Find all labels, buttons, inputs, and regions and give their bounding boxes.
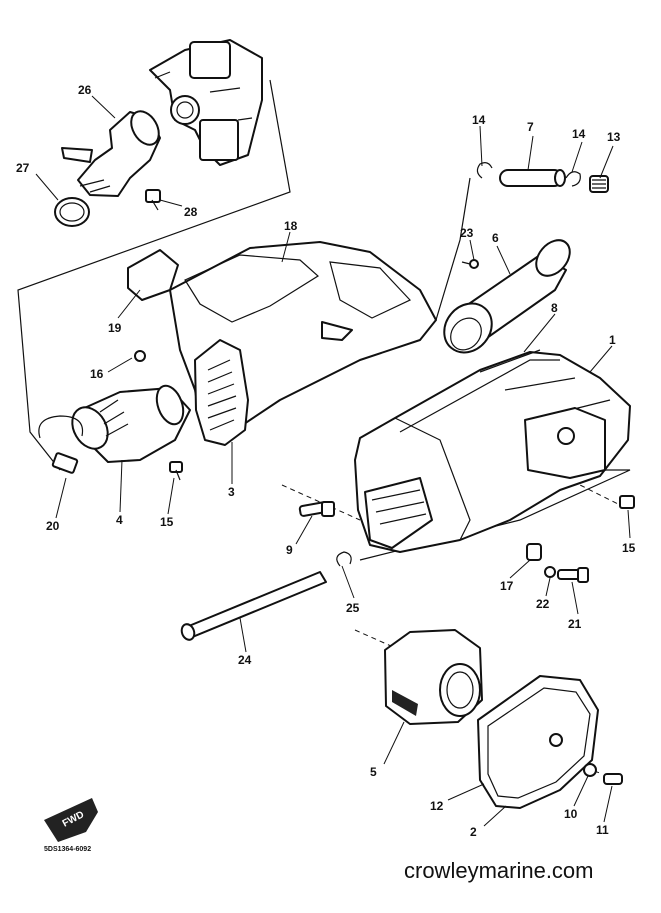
catalog-code: 5DS1364-6092 [44, 846, 92, 853]
air-box-group-line [435, 177, 471, 321]
callout-5: 5 [370, 765, 377, 779]
callout-labels: 26 27 28 14 7 14 13 18 23 6 19 8 1 16 20… [16, 83, 636, 839]
callout-17: 17 [500, 579, 514, 593]
washer-22 [544, 566, 556, 578]
callout-18: 18 [284, 219, 298, 233]
plug-13 [589, 175, 609, 193]
callout-3: 3 [228, 485, 235, 499]
callout-15b: 15 [622, 541, 636, 555]
carburetor-group-bracket [17, 79, 291, 471]
gasket-3 [194, 339, 249, 446]
callout-10: 10 [564, 807, 578, 821]
bolt-alignment-line-15 [539, 464, 621, 506]
bolt-16 [134, 350, 146, 362]
carburetor [149, 39, 263, 166]
callout-27: 27 [16, 161, 30, 175]
filter-cover-2 [477, 675, 599, 809]
drain-hose-24 [180, 571, 327, 641]
collar-17 [526, 543, 542, 561]
callout-11: 11 [596, 823, 609, 837]
callout-20: 20 [46, 519, 60, 533]
filter-element-5 [384, 629, 483, 725]
callout-28: 28 [184, 205, 198, 219]
clamp-20 [38, 415, 84, 474]
clip-25 [336, 551, 352, 567]
callout-6: 6 [492, 231, 499, 245]
screw-15b [619, 495, 635, 509]
callout-14a: 14 [472, 113, 486, 127]
callout-19: 19 [108, 321, 122, 335]
joint-4 [71, 384, 191, 463]
joint-clamp-screw [61, 147, 93, 163]
callout-16: 16 [90, 367, 104, 381]
callout-9: 9 [286, 543, 293, 557]
fwd-arrow-icon [44, 798, 98, 842]
callout-1: 1 [609, 333, 616, 347]
callout-25: 25 [346, 601, 360, 615]
callout-2: 2 [470, 825, 477, 839]
site-watermark: crowleymarine.com [404, 858, 594, 883]
callout-7: 7 [527, 120, 534, 134]
pin-7 [499, 169, 566, 187]
callout-8: 8 [551, 301, 558, 315]
callout-21: 21 [568, 617, 582, 631]
callout-22: 22 [536, 597, 550, 611]
bolt-9 [298, 501, 335, 517]
callout-14b: 14 [572, 127, 586, 141]
callout-26: 26 [78, 83, 92, 97]
callout-12: 12 [430, 799, 444, 813]
screw-28 [145, 189, 161, 211]
screw-23 [461, 259, 479, 269]
duct-6 [443, 239, 571, 354]
gasket-19 [127, 249, 179, 301]
screw-11 [603, 773, 623, 785]
air-cleaner-case-1 [354, 349, 631, 553]
circlip-14b [565, 171, 581, 187]
callout-13: 13 [607, 130, 621, 144]
intake-joint-26 [77, 110, 161, 197]
washer-10 [583, 763, 597, 777]
callout-4: 4 [116, 513, 123, 527]
callout-15a: 15 [160, 515, 174, 529]
circlip-14a [476, 162, 493, 179]
bolt-21 [557, 567, 589, 583]
callout-24: 24 [238, 653, 252, 667]
screw-15a [169, 461, 183, 481]
leader-lines [35, 95, 631, 827]
seal-8 [399, 359, 560, 433]
callout-23: 23 [460, 226, 474, 240]
